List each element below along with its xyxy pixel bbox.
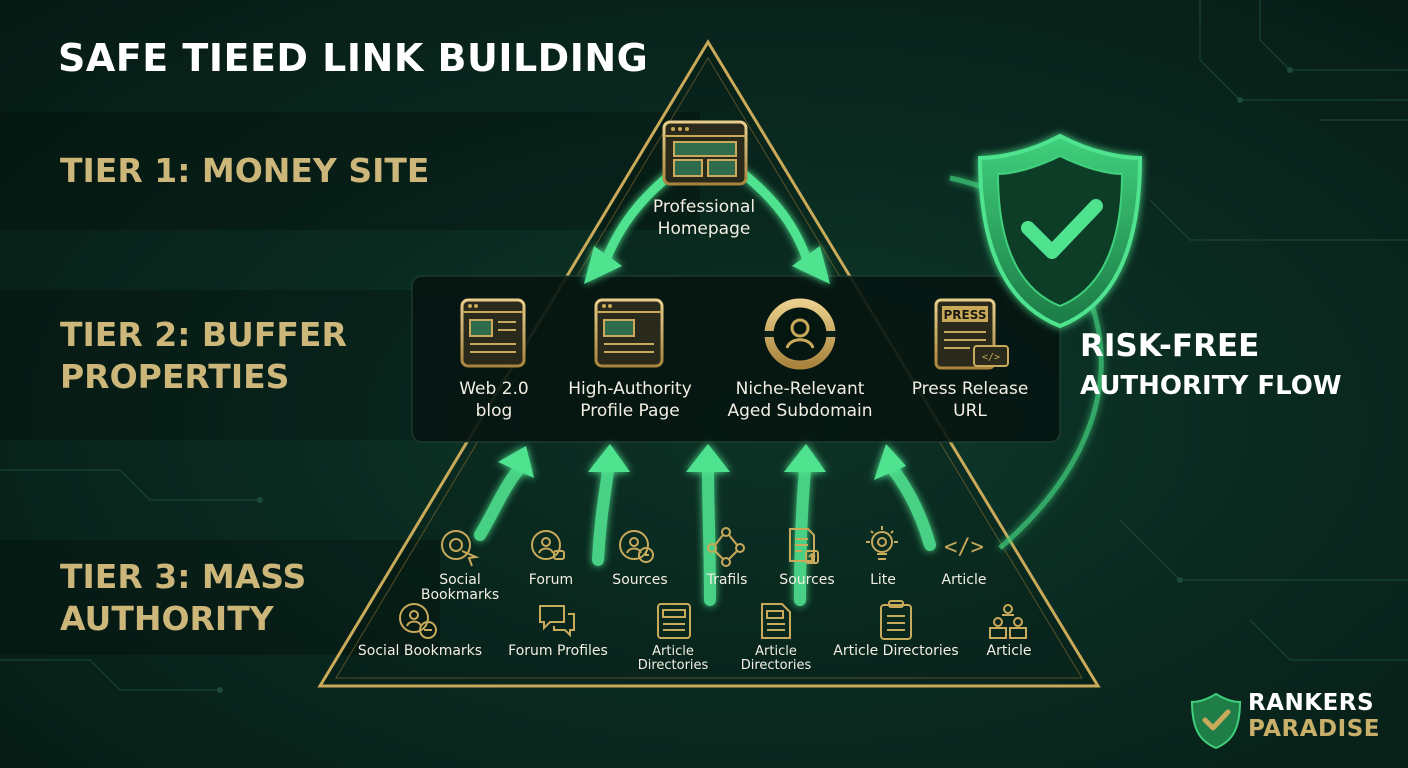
page-title: SAFE TIEED LINK BUILDING: [58, 36, 649, 80]
arrow-head: [874, 444, 906, 480]
source-clock-icon: [619, 530, 654, 563]
risk-free-callout: RISK-FREE AUTHORITY FLOW: [1080, 328, 1342, 401]
chat-bubbles-icon: [539, 605, 575, 638]
tier3-node-label: Social Bookmarks: [357, 643, 483, 659]
code-icon: </>: [944, 535, 984, 560]
tier3-label: TIER 3: MASS AUTHORITY: [60, 557, 307, 638]
user-circle-icon: [764, 298, 836, 370]
tier1-band: [0, 112, 700, 230]
tier3-node-label: Article: [986, 643, 1032, 659]
tier3-node-label: Sources: [779, 572, 835, 588]
tier2-node-label: High-Authority Profile Page: [568, 379, 692, 421]
arrow-head: [584, 246, 622, 284]
chat-user-icon: [399, 603, 437, 639]
arrow-head: [686, 444, 730, 472]
brand-name-line2: PARADISE: [1248, 716, 1380, 742]
tier3-node-label: Sources: [612, 572, 668, 588]
press-release-icon: PRESS </>: [934, 298, 1009, 370]
arrow-head: [784, 444, 826, 472]
tier3-node-label: Lite: [870, 572, 896, 588]
forum-user-icon: [531, 530, 565, 560]
tier3-node-label: Article Directories: [833, 643, 959, 659]
browser-window-icon: [662, 120, 748, 186]
tier2-node-label: Web 2.0 blog: [459, 379, 529, 421]
tier2-label: TIER 2: BUFFER PROPERTIES: [60, 315, 347, 396]
arrow-head: [792, 246, 830, 284]
press-badge: PRESS: [944, 308, 987, 322]
document-upload-icon: [789, 528, 819, 564]
tier1-down-arrows: [600, 170, 813, 267]
arrow-head: [588, 444, 630, 472]
svg-text:</>: </>: [982, 352, 1000, 363]
tier3-node-label: Forum Profiles: [508, 643, 608, 659]
shield-check-icon: [977, 133, 1143, 329]
tier3-node-label: Social Bookmarks: [420, 572, 500, 603]
tier3-band: [0, 540, 440, 655]
tier3-node-label: Article: [941, 572, 987, 588]
tier1-label: TIER 1: MONEY SITE: [60, 151, 430, 190]
tier2-node-label: Press Release URL: [911, 379, 1029, 421]
tier3-node-label: Article Directories: [637, 644, 709, 673]
tier2-node-label: Niche-Relevant Aged Subdomain: [727, 379, 873, 421]
network-nodes-icon: [707, 527, 745, 567]
web-page-icon: [460, 298, 526, 368]
arrow-head: [498, 446, 534, 478]
people-group-icon: [989, 604, 1027, 639]
tier3-node-label: Forum: [528, 572, 574, 588]
tier1-node-label: Professional Homepage: [652, 197, 756, 239]
article-doc-icon: [761, 603, 791, 639]
clipboard-icon: [880, 600, 912, 640]
tier3-up-arrows: [474, 462, 936, 606]
brand-shield-icon: [1190, 692, 1242, 750]
tier3-node-label: Trafils: [706, 572, 748, 588]
profile-page-icon: [594, 298, 664, 368]
brand-name-line1: RANKERS: [1248, 690, 1375, 716]
tier2-panel: [411, 275, 1061, 443]
bookmark-click-icon: [441, 530, 480, 567]
article-list-icon: [657, 603, 691, 639]
lightbulb-icon: [866, 526, 898, 560]
tier3-node-label: Article Directories: [740, 644, 812, 673]
